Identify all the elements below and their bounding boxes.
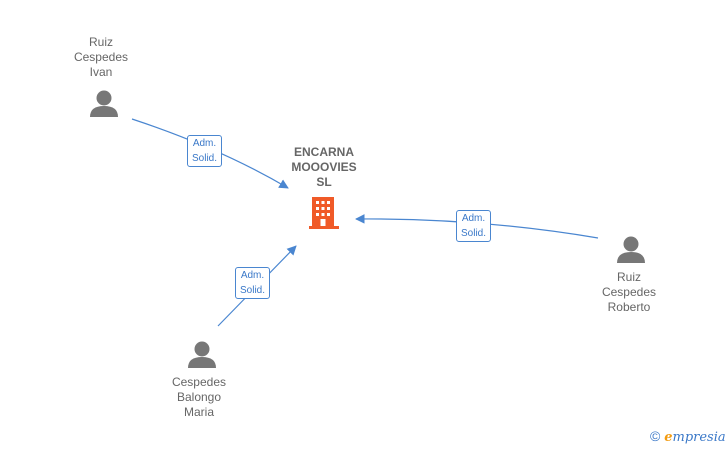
person-name-line: Maria [183,405,214,419]
person-name-line: Ruiz [616,270,641,284]
person-name-line: Cespedes [73,50,129,64]
person-name-roberto[interactable]: Ruiz Cespedes Roberto [589,270,669,315]
person-name-line: Cespedes [171,375,227,389]
edge-label-line: Solid. [240,285,266,296]
copyright-symbol: © [650,428,661,444]
person-name-ivan[interactable]: Ruiz Cespedes Ivan [61,35,141,80]
person-name-line: Cespedes [601,285,657,299]
person-icon[interactable] [617,236,645,264]
person-name-line: Roberto [607,300,651,314]
edge-label-ivan: Adm. Solid. [187,135,223,167]
person-icon[interactable] [90,90,118,118]
edge-label-line: Adm. [192,138,217,149]
person-name-line: Ruiz [88,35,113,49]
person-name-maria[interactable]: Cespedes Balongo Maria [159,375,239,420]
company-name-line: SL [316,175,332,189]
person-name-line: Balongo [176,390,222,404]
edge-label-line: Solid. [461,228,487,239]
company-name-line: ENCARNA [294,145,354,159]
building-icon[interactable] [309,195,339,229]
footer-brand: © empresia [650,428,726,445]
empresia-logo: empresia [664,430,725,445]
edge-label-maria: Adm. Solid. [235,267,271,299]
person-name-line: Ivan [89,65,113,79]
edge-label-line: Adm. [240,270,265,281]
logo-initial: e [664,430,673,445]
edge-label-line: Adm. [461,213,486,224]
person-icon[interactable] [188,341,216,369]
company-name[interactable]: ENCARNA MOOOVIES SL [281,145,367,190]
company-name-line: MOOOVIES [291,160,357,174]
logo-text: mpresia [672,430,726,445]
edge-label-roberto: Adm. Solid. [456,210,492,242]
edge-label-line: Solid. [192,153,218,164]
